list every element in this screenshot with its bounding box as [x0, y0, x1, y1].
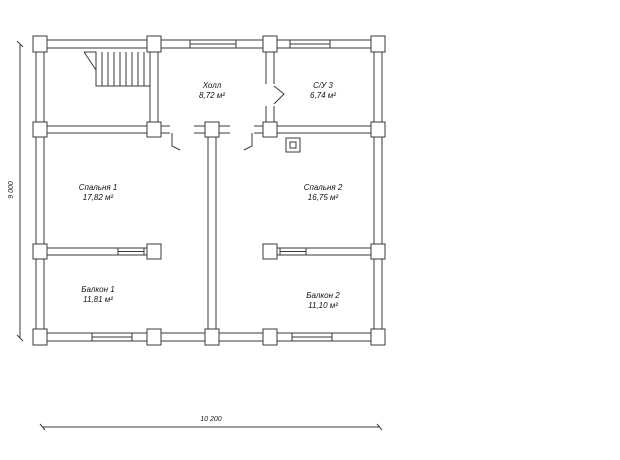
staircase	[83, 51, 150, 87]
dimension-height: 9 000	[8, 40, 24, 342]
room-name-hall: Холл	[202, 81, 222, 90]
room-area-bedroom-1: 17,82 м²	[83, 193, 114, 202]
windows	[91, 39, 333, 342]
room-name-bedroom-2: Спальня 2	[304, 183, 343, 192]
room-name-balcony-1: Балкон 1	[81, 285, 114, 294]
dimension-width: 10 200	[39, 416, 383, 431]
doors	[170, 84, 285, 151]
room-area-bedroom-2: 16,75 м²	[308, 193, 339, 202]
room-area-balcony-2: 11,10 м²	[308, 301, 338, 310]
height-dimension-label: 9 000	[8, 181, 15, 199]
wall-joints	[32, 35, 386, 346]
room-area-balcony-1: 11,81 м²	[83, 295, 113, 304]
room-name-bedroom-1: Спальня 1	[79, 183, 118, 192]
room-name-bathroom: С/У 3	[313, 81, 333, 90]
room-name-balcony-2: Балкон 2	[306, 291, 340, 300]
chimney	[285, 137, 301, 153]
room-area-hall: 8,72 м²	[199, 91, 225, 100]
room-labels: Холл 8,72 м² С/У 3 6,74 м² Спальня 1 17,…	[79, 81, 343, 310]
room-area-bathroom: 6,74 м²	[310, 91, 336, 100]
width-dimension-label: 10 200	[200, 416, 222, 423]
